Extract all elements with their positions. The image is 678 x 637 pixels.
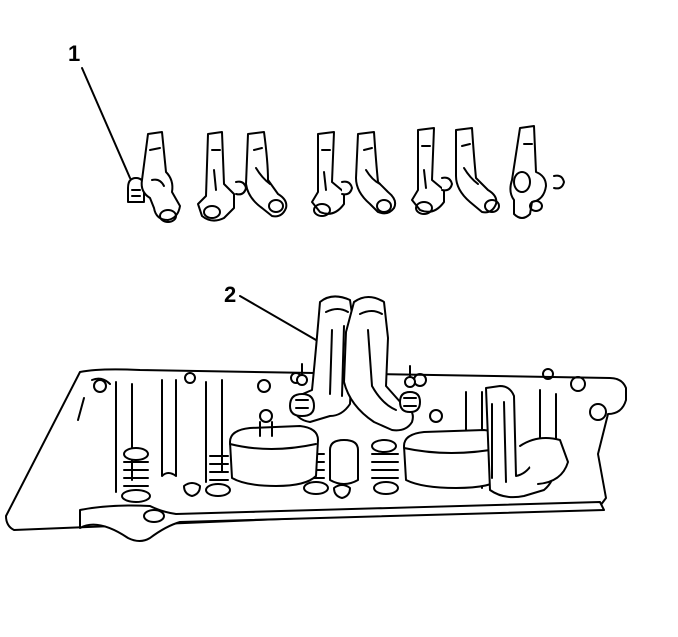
rocker-arm-3: [246, 132, 286, 216]
rocker-arm-pair-installed: [290, 296, 420, 430]
rocker-arm-1: [142, 132, 180, 222]
rocker-nut-right: [400, 392, 420, 412]
callout-label-1: 1: [68, 41, 81, 66]
valve-spring-4: [372, 440, 398, 494]
valve-spring-2: [206, 456, 230, 496]
rocker-arm-7: [456, 128, 499, 212]
cylinder-head-assembly: [6, 369, 626, 541]
installed-rocker-arm-right: [486, 386, 568, 497]
callout-label-2: 2: [224, 282, 237, 307]
rocker-pedestal-1: [230, 410, 318, 486]
loose-rocker-arms: [128, 126, 564, 222]
rocker-arm-4: [312, 132, 352, 216]
rocker-arm-2: [198, 132, 246, 221]
rocker-arm-8: [510, 126, 564, 218]
rocker-arm-6: [412, 128, 452, 214]
cylinder-head-flange: [80, 502, 604, 541]
leader-line-2: [240, 296, 316, 340]
rocker-pedestal-2: [330, 440, 358, 484]
rocker-nut-left: [290, 394, 314, 416]
installed-rocker-arm-left: [292, 296, 354, 422]
rocker-arm-5: [356, 132, 395, 213]
valve-spring-1: [122, 448, 150, 502]
leader-line-1: [82, 68, 130, 178]
installed-rocker-arm-center: [344, 297, 413, 430]
